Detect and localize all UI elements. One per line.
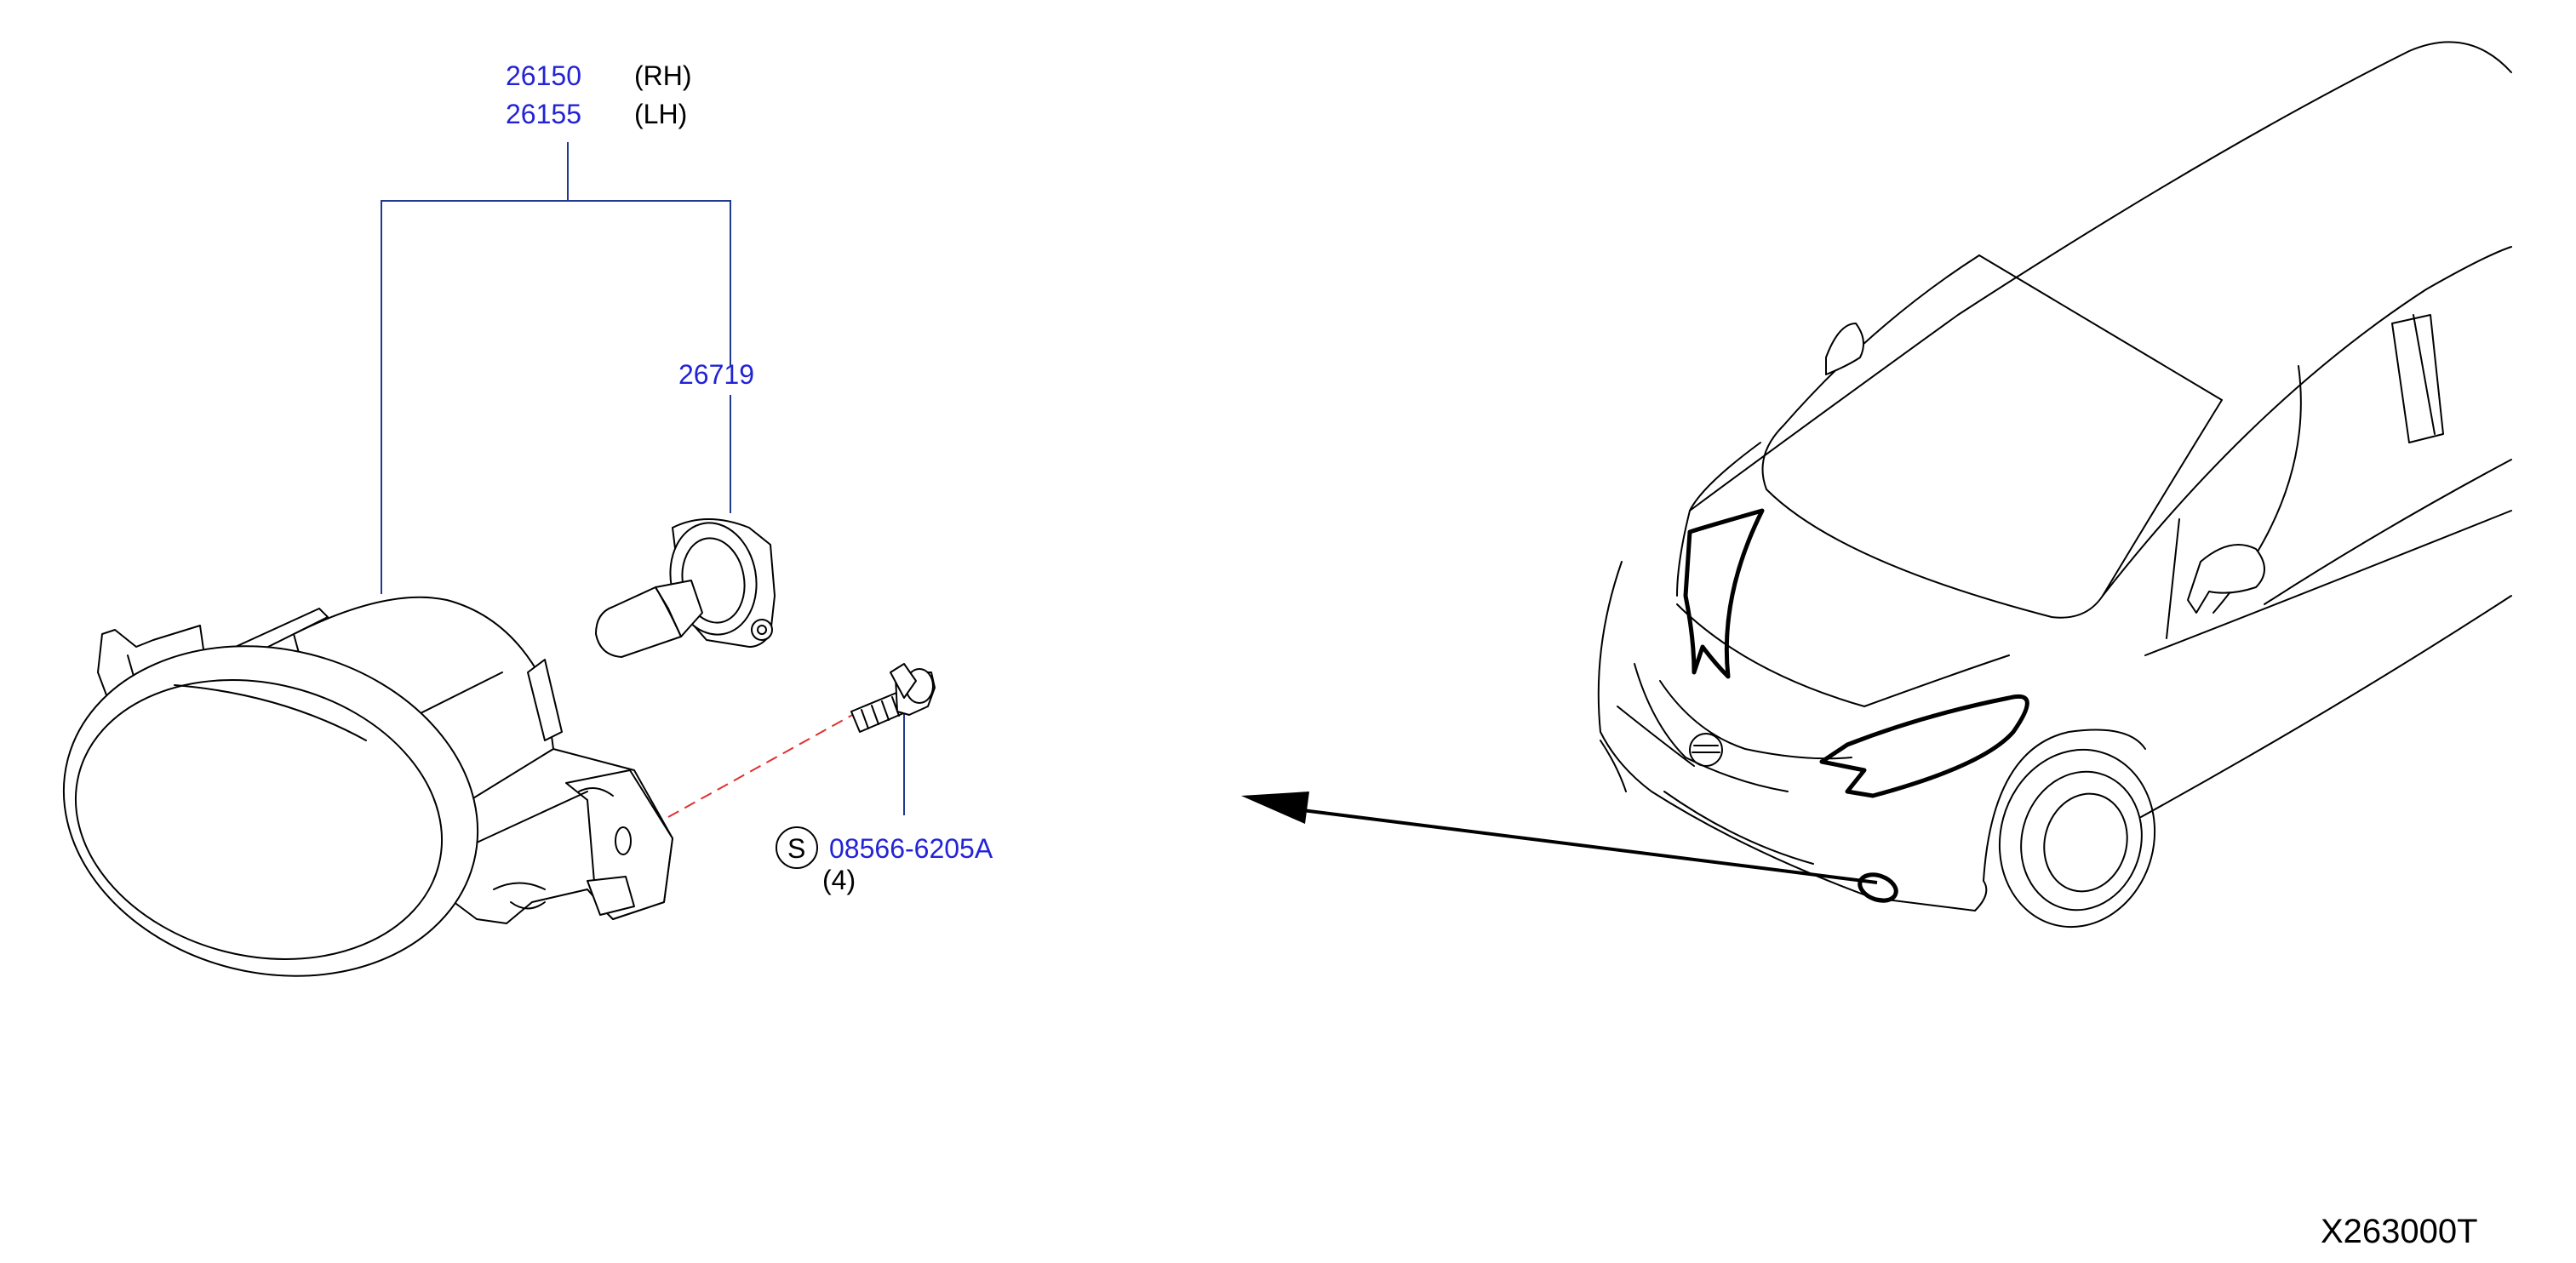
diagram-code: X263000T (2321, 1213, 2478, 1250)
side-label-rh: (RH) (634, 60, 692, 91)
location-arrow (1241, 792, 1898, 903)
part-number-26150[interactable]: 26150 (506, 60, 581, 91)
standard-part-symbol-label: S (787, 833, 805, 864)
screw-icon[interactable] (850, 663, 936, 733)
bulb-icon[interactable] (595, 516, 776, 658)
part-number-26155[interactable]: 26155 (506, 99, 581, 129)
screw-quantity: (4) (822, 865, 856, 895)
part-number-26719[interactable]: 26719 (678, 359, 754, 390)
fog-lamp-assembly-icon[interactable] (28, 596, 673, 1019)
part-number-08566-6205A[interactable]: 08566-6205A (829, 833, 993, 864)
standard-part-symbol (776, 826, 818, 869)
vehicle-icon (1597, 41, 2512, 929)
screw-alignment-line (667, 712, 856, 818)
side-label-lh: (LH) (634, 99, 687, 129)
screw-callout: S (776, 826, 818, 869)
